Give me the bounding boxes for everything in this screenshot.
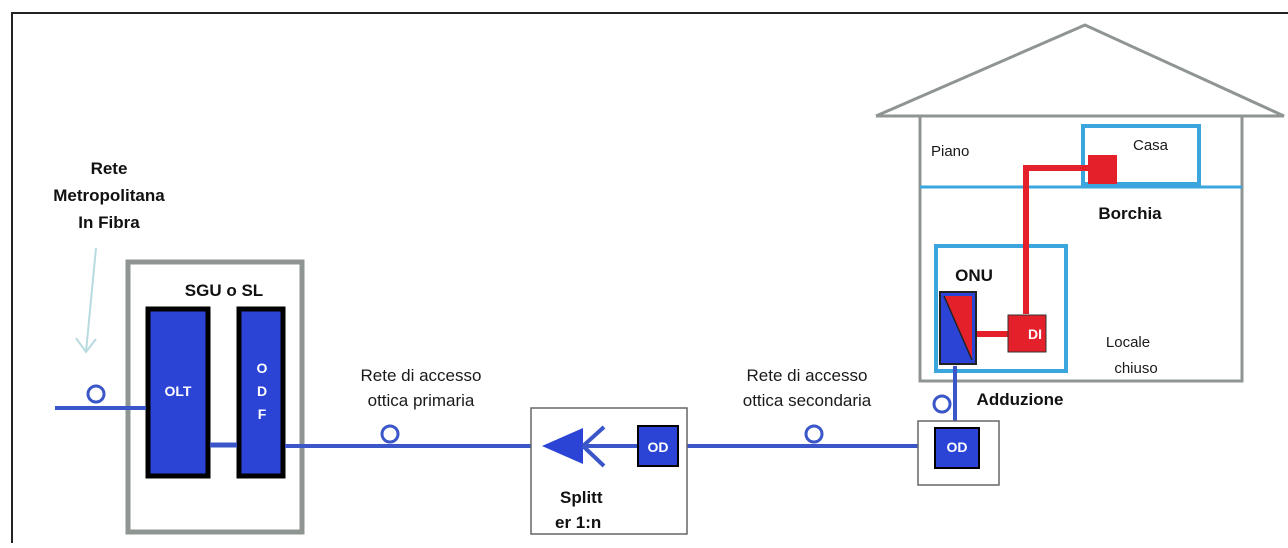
splitter-line-1: Splitt	[560, 488, 603, 507]
primaria-line-1: Rete di accesso	[361, 366, 482, 385]
fiber-circle-metro	[86, 384, 106, 404]
onu-label: ONU	[955, 266, 993, 285]
olt-box	[145, 306, 211, 479]
di-box	[1007, 314, 1047, 353]
locale-line-1: Locale	[1106, 334, 1150, 351]
di-label: DI	[1028, 326, 1042, 342]
rete-metro-line-2: Metropolitana	[53, 186, 165, 205]
rete-metro-line-1: Rete	[91, 159, 128, 178]
casa-label: Casa	[1133, 137, 1169, 154]
primaria-line-2: ottica primaria	[368, 391, 475, 410]
borchia-label: Borchia	[1098, 204, 1162, 223]
house-roof	[875, 23, 1285, 118]
olt-label: OLT	[165, 383, 192, 399]
locale-line-2: chiuso	[1114, 360, 1157, 377]
odf-letter-f: F	[258, 406, 267, 422]
splitter-branch-1	[581, 425, 606, 448]
secondaria-line-1: Rete di accesso	[747, 366, 868, 385]
adduzione-label: Adduzione	[977, 390, 1064, 409]
od-box-2	[934, 427, 980, 469]
secondaria-line-2: ottica secondaria	[743, 391, 872, 410]
outer-frame	[11, 12, 1288, 548]
piano-label: Piano	[931, 143, 969, 160]
sgu-enclosure	[125, 259, 305, 535]
locale-box	[934, 244, 1068, 373]
rete-metro-line-3: In Fibra	[78, 213, 140, 232]
onu-diagonal	[943, 295, 973, 361]
odf-letter-d: D	[257, 383, 267, 399]
red-cable	[1023, 165, 1092, 314]
borchia-box	[1088, 155, 1117, 184]
splitter-triangle	[542, 428, 583, 464]
splitter-branch-3	[581, 444, 606, 468]
fiber-circle-secondary	[804, 424, 824, 444]
house-body	[918, 114, 1244, 383]
fiber-circle-adduzione	[932, 394, 952, 414]
od-box-1-label: OD	[648, 439, 669, 455]
odf-letter-o: O	[257, 360, 268, 376]
fiber-circle-primary	[380, 424, 400, 444]
metro-arrow-head	[75, 337, 97, 354]
od-box-2-label: OD	[947, 439, 968, 455]
casa-box	[1081, 124, 1201, 186]
sgu-label: SGU o SL	[185, 281, 263, 300]
od-box-1	[637, 425, 679, 467]
metro-arrow-shaft	[85, 247, 97, 353]
splitter-line-2: er 1:n	[555, 513, 601, 532]
odf-box	[236, 306, 286, 479]
